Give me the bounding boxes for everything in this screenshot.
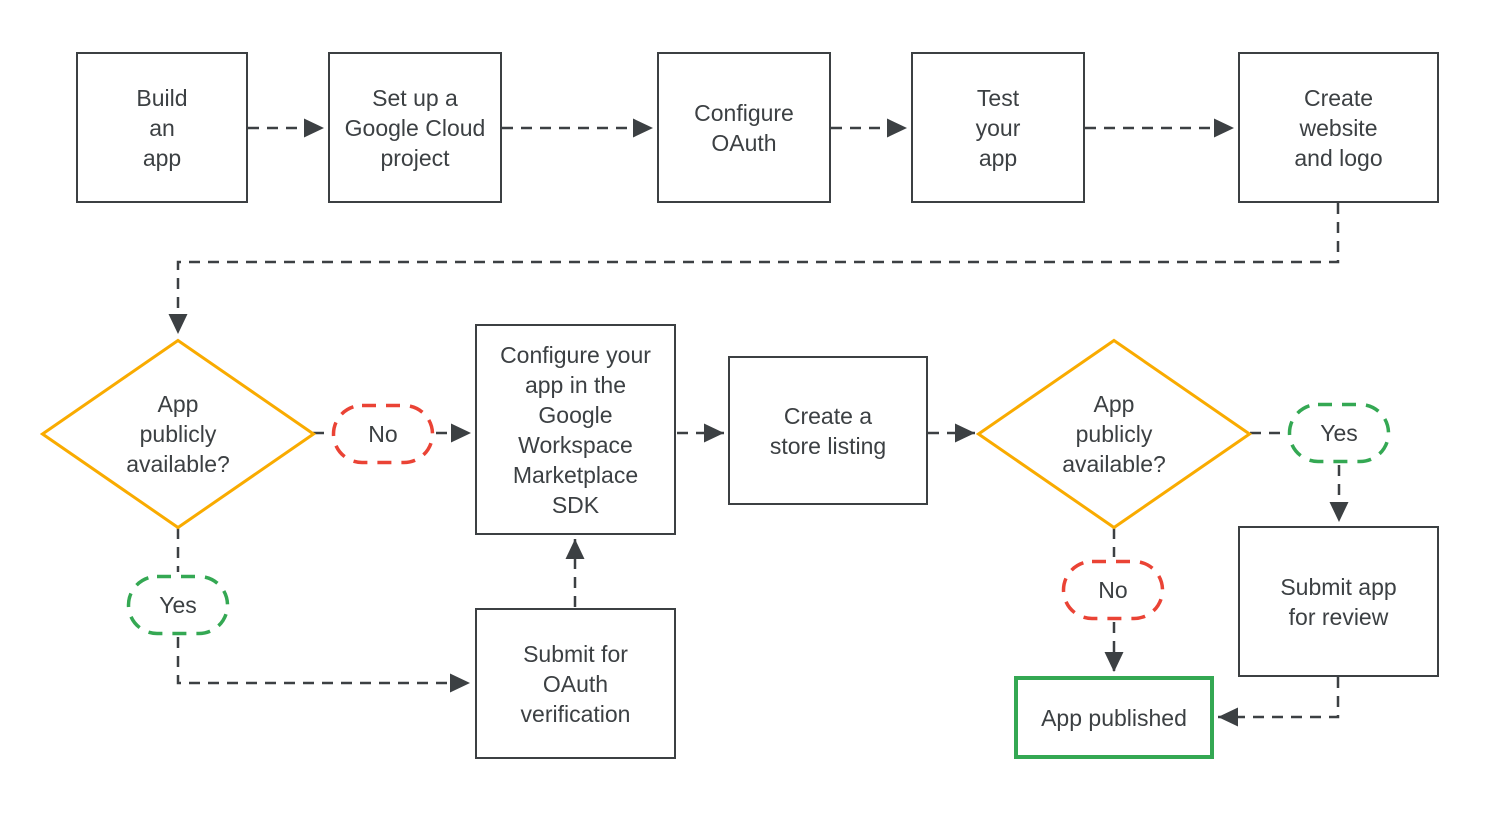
node-test-your-app: Test your app [911, 52, 1085, 203]
branch-no-1-outline [331, 403, 435, 465]
node-create-store-listing: Create a store listing [728, 356, 928, 505]
branch-no-2: No [1061, 559, 1165, 621]
node-submit-app-for-review-label: Submit app for review [1280, 573, 1397, 630]
node-configure-oauth-label: Configure OAuth [694, 99, 794, 156]
node-setup-google-cloud-project-label: Set up a Google Cloud project [344, 84, 486, 171]
branch-no-1-label: No [368, 421, 398, 447]
edge-website-to-decision1 [168, 203, 1340, 334]
node-configure-oauth: Configure OAuth [657, 52, 831, 203]
decision-app-publicly-available-2-label: App publicly available? [1062, 391, 1166, 477]
node-create-website-and-logo: Create website and logo [1238, 52, 1439, 203]
branch-yes-2-label: Yes [1320, 420, 1358, 446]
node-create-website-and-logo-label: Create website and logo [1294, 84, 1383, 171]
node-setup-google-cloud-project: Set up a Google Cloud project [328, 52, 502, 203]
node-app-published-label: App published [1041, 704, 1187, 731]
node-build-app-label: Build an app [136, 84, 188, 171]
branch-yes-2: Yes [1287, 402, 1391, 464]
decision-app-publicly-available-1: App publicly available? [40, 338, 316, 530]
branch-no-2-outline [1061, 559, 1165, 621]
branch-yes-1-label: Yes [159, 592, 197, 618]
decision-app-publicly-available-1-label: App publicly available? [126, 391, 230, 477]
node-submit-app-for-review: Submit app for review [1238, 526, 1439, 677]
decision-app-publicly-available-2: App publicly available? [976, 338, 1252, 530]
branch-no-1: No [331, 403, 435, 465]
node-configure-marketplace-sdk: Configure your app in the Google Workspa… [475, 324, 676, 535]
branch-no-2-label: No [1098, 577, 1128, 603]
node-app-published: App published [1014, 676, 1214, 759]
node-create-store-listing-label: Create a store listing [769, 402, 887, 459]
edge-yes1-to-oauth-verification [176, 637, 470, 693]
decision-diamond-outline-2 [976, 338, 1252, 530]
node-configure-marketplace-sdk-label: Configure your app in the Google Workspa… [500, 341, 651, 518]
node-submit-oauth-verification: Submit for OAuth verification [475, 608, 676, 759]
node-build-app: Build an app [76, 52, 248, 203]
decision-diamond-outline [40, 338, 316, 530]
edge-review-to-published [1218, 677, 1340, 727]
node-submit-oauth-verification-label: Submit for OAuth verification [520, 640, 631, 727]
node-test-your-app-label: Test your app [975, 84, 1021, 171]
branch-yes-1: Yes [126, 574, 230, 636]
branch-yes-2-outline [1287, 402, 1391, 464]
branch-yes-1-outline [126, 574, 230, 636]
